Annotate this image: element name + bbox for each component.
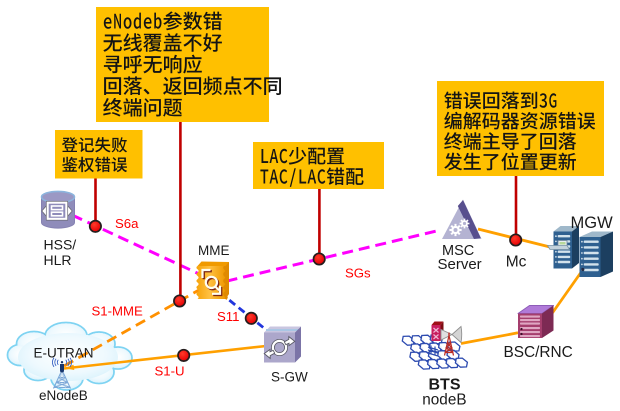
svg-text:HLR: HLR xyxy=(44,252,72,268)
svg-text:Mc: Mc xyxy=(506,253,527,270)
svg-text:eNodeB: eNodeB xyxy=(39,388,88,403)
svg-text:BSC/RNC: BSC/RNC xyxy=(504,344,573,361)
svg-text:HSS/: HSS/ xyxy=(44,237,77,253)
svg-text:BTS: BTS xyxy=(429,376,461,393)
svg-text:MSC: MSC xyxy=(442,243,474,259)
svg-text:E-UTRAN: E-UTRAN xyxy=(34,346,94,361)
svg-text:nodeB: nodeB xyxy=(422,391,466,408)
svg-text:MME: MME xyxy=(198,243,230,258)
svg-text:S6a: S6a xyxy=(115,216,139,231)
svg-text:SGs: SGs xyxy=(345,265,371,280)
svg-text:S1-U: S1-U xyxy=(155,364,185,379)
svg-text:Server: Server xyxy=(438,256,482,273)
svg-text:S1-MME: S1-MME xyxy=(92,303,143,318)
svg-text:MGW: MGW xyxy=(571,214,614,232)
svg-text:S-GW: S-GW xyxy=(271,370,308,385)
svg-text:S11: S11 xyxy=(217,309,240,324)
